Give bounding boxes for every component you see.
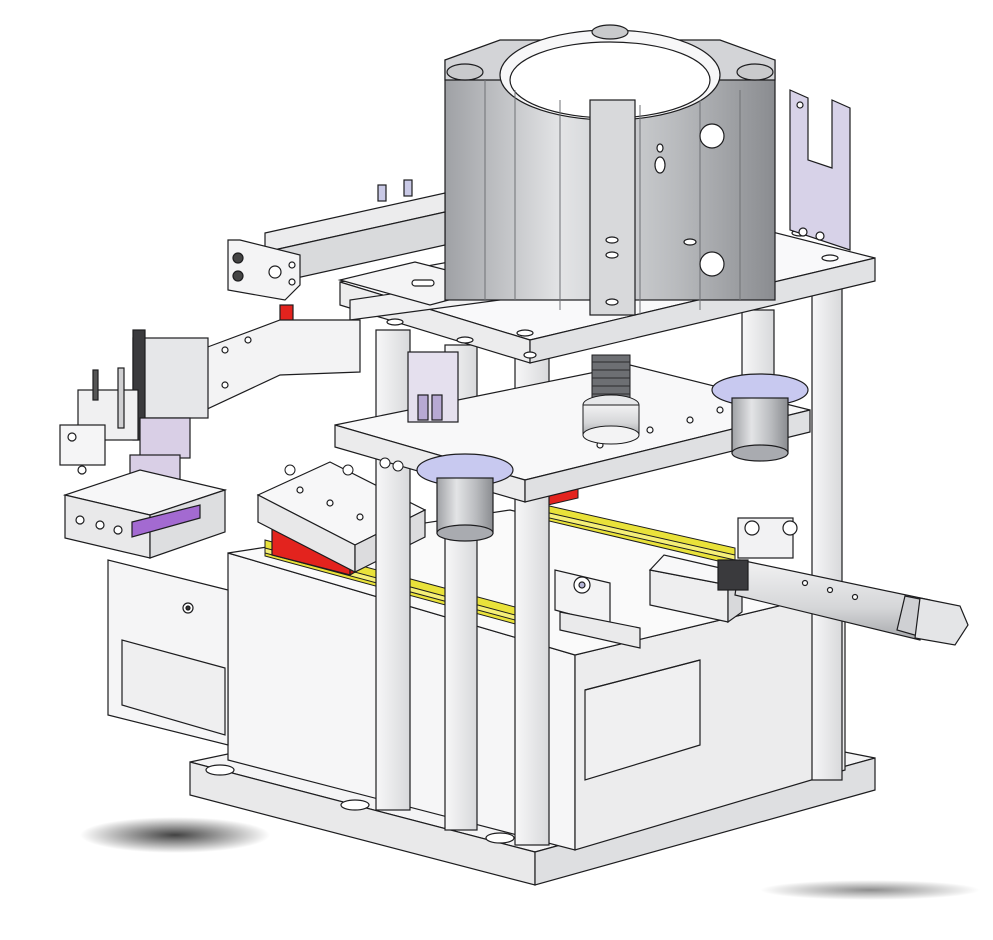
gripper-head	[59, 329, 209, 496]
main-pneumatic-cylinder	[444, 24, 776, 316]
center-spring-rod	[582, 354, 640, 445]
side-pneumatic-cylinder	[648, 517, 969, 646]
left-side-panel	[107, 559, 229, 746]
sensor-bracket	[789, 89, 851, 251]
stop-bracket	[554, 569, 641, 649]
horizontal-actuator	[227, 179, 446, 361]
bushings	[416, 373, 809, 542]
transfer-arm	[204, 319, 361, 411]
gripper-base	[62, 469, 228, 559]
guide-post-5	[811, 284, 843, 781]
center-carriage	[407, 351, 459, 423]
guide-post-1	[375, 329, 411, 811]
rail-clamps	[284, 457, 404, 476]
floor-shadow	[80, 817, 980, 900]
